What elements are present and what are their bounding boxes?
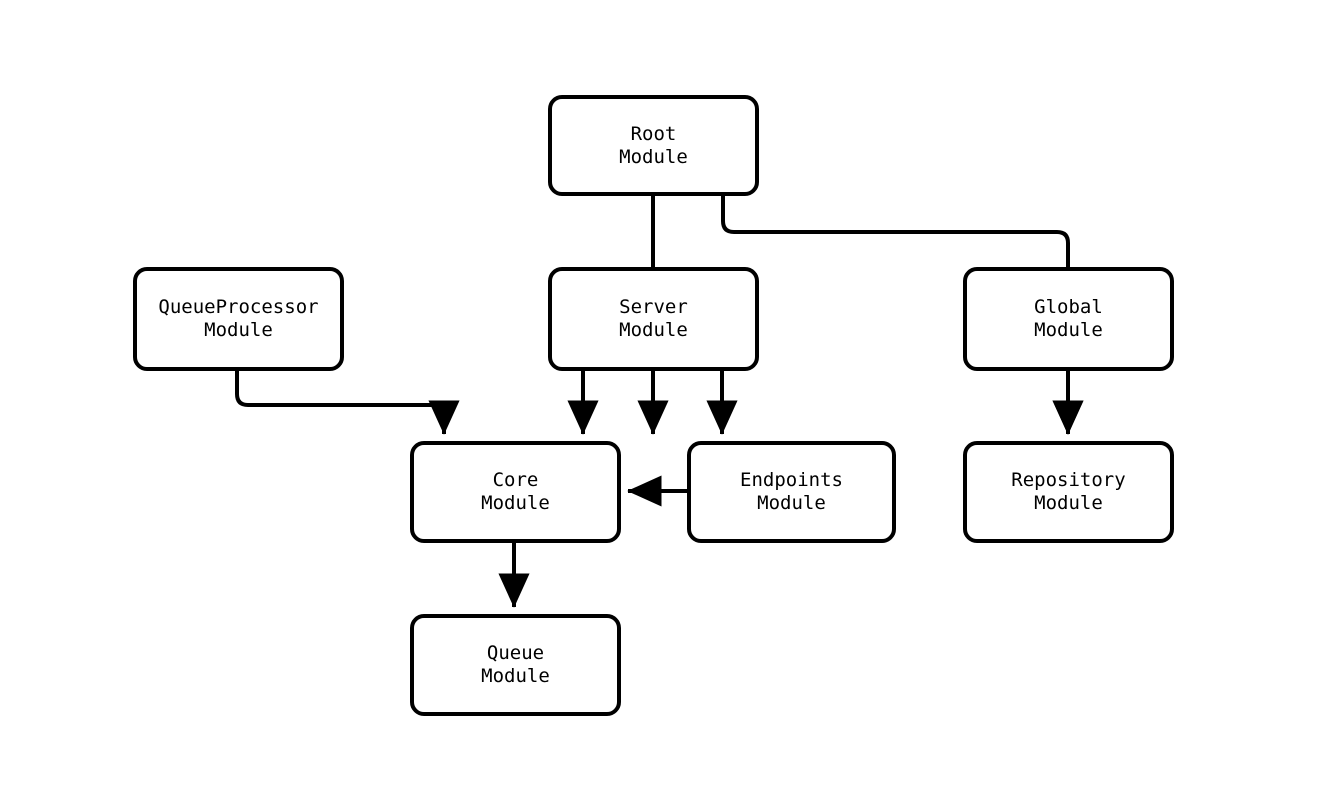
node-core-module-line2: Module xyxy=(481,492,550,514)
node-queue-module-line2: Module xyxy=(481,665,550,687)
node-global-module-line1: Global xyxy=(1034,296,1103,318)
node-endpoints-module-line1: Endpoints xyxy=(740,469,843,491)
node-endpoints-module[interactable]: Endpoints Module xyxy=(687,441,896,543)
node-queue-module-line1: Queue xyxy=(486,642,545,664)
node-repository-module-line2: Module xyxy=(1034,492,1103,514)
node-global-module-line2: Module xyxy=(1034,319,1103,341)
node-core-module[interactable]: Core Module xyxy=(410,441,621,543)
node-endpoints-module-line2: Module xyxy=(757,492,826,514)
node-server-module-line1: Server xyxy=(619,296,688,318)
node-queue-module[interactable]: Queue Module xyxy=(410,614,621,716)
node-queueprocessor-module-line2: Module xyxy=(204,319,273,341)
edge-root-to-global xyxy=(721,196,1084,435)
node-root-module[interactable]: Root Module xyxy=(548,95,759,196)
node-queueprocessor-module[interactable]: QueueProcessor Module xyxy=(133,267,344,371)
node-repository-module-line1: Repository xyxy=(1011,469,1126,491)
node-repository-module[interactable]: Repository Module xyxy=(963,441,1174,543)
node-root-module-line1: Root xyxy=(630,122,677,145)
node-server-module-line2: Module xyxy=(619,319,688,341)
edge-queueprocessor-to-core xyxy=(235,371,460,435)
node-server-module[interactable]: Server Module xyxy=(548,267,759,371)
node-core-module-line1: Core xyxy=(492,469,539,491)
node-global-module[interactable]: Global Module xyxy=(963,267,1174,371)
node-root-module-line2: Module xyxy=(619,145,688,168)
node-queueprocessor-module-line1: QueueProcessor xyxy=(158,296,319,318)
